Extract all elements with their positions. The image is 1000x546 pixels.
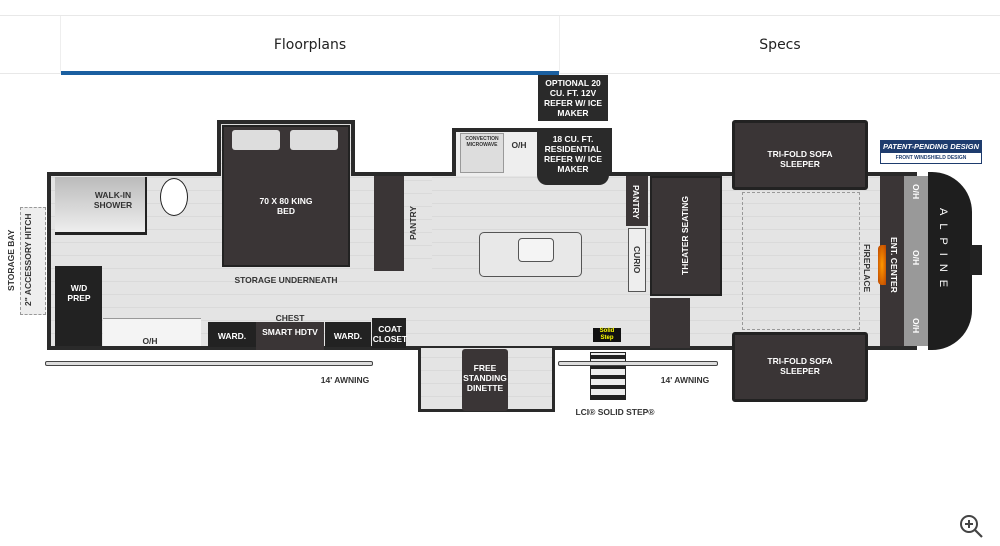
fireplace-icon [878,245,886,285]
tab-floorplans[interactable]: Floorplans [60,16,560,75]
entry-steps [590,352,626,400]
king-bed-label: 70 X 80 KING BED [259,196,313,216]
tab-label: Floorplans [273,37,347,53]
sofa-top-label: TRI-FOLD SOFA SLEEPER [767,149,833,169]
optional-refer-label: OPTIONAL 20 CU. FT. 12V REFER W/ ICE MAK… [543,78,603,118]
curio-label: CURIO [632,246,642,274]
kingpin [970,245,982,275]
tab-label: Specs [759,37,801,53]
solid-step-label: LCI® SOLID STEP® [575,407,655,417]
awning-left-label: 14' AWNING [320,375,370,385]
storage-bay-label: STORAGE BAY [6,229,16,291]
patent-badge-sub: FRONT WINDSHIELD DESIGN [895,155,967,161]
shower-label: WALK-IN SHOWER [93,190,133,210]
microwave-label: CONVECTION MICROWAVE [465,136,499,148]
dinette-label: FREE STANDING DINETTE [463,363,507,393]
wd-prep [55,266,102,346]
walk-in-shower [55,177,147,235]
patent-badge: PATENT-PENDING DESIGN FRONT WINDSHIELD D… [880,140,982,164]
tab-bar: Floorplans Specs [0,15,1000,75]
ward-left-label: WARD. [217,331,247,341]
front-cap [928,172,972,350]
vanity [103,318,201,346]
toilet [160,178,188,216]
zoom-in-icon[interactable] [958,513,986,541]
coat-closet [372,318,406,348]
sofa-bottom-label: TRI-FOLD SOFA SLEEPER [767,356,833,376]
tab-specs[interactable]: Specs [560,16,1000,74]
storage-underneath-label: STORAGE UNDERNEATH [234,275,338,285]
dinette-table [462,349,508,411]
solid-step-logo-text: Solid Step [599,328,615,341]
accessory-hitch-label: 2" ACCESSORY HITCH [23,213,33,307]
oh-front-2: O/H [911,250,921,266]
residential-refer-label: 18 CU. FT. RESIDENTIAL REFER W/ ICE MAKE… [543,134,603,174]
front-oh [904,176,928,346]
curio [628,228,646,292]
pantry-right-label: PANTRY [631,185,641,219]
wd-prep-label: W/D PREP [67,283,91,303]
theater-seating-label: THEATER SEATING [680,195,690,275]
slide-outline [742,192,860,330]
brand-logo: ALPINE [937,208,949,296]
pantry-right [626,176,648,226]
awning-right [558,361,718,366]
pantry-left-cabinet [404,176,432,271]
awning-right-label: 14' AWNING [660,375,710,385]
oh-front-1: O/H [911,184,921,200]
pillow [232,130,280,150]
wardrobe-left [208,322,256,347]
pantry-left-label: PANTRY [408,206,418,240]
pantry-left [374,176,404,271]
optional-refer [538,75,608,121]
ent-center-label: ENT. CENTER [889,237,899,293]
chest-tv [256,322,324,350]
storage-bay [20,207,46,315]
wardrobe-right [325,322,371,347]
patent-badge-title: PATENT-PENDING DESIGN [881,141,981,153]
oh-front-3: O/H [911,318,921,334]
ward-right-label: WARD. [333,331,363,341]
solid-step-logo: Solid Step [593,328,621,342]
microwave-stove [460,133,504,173]
entry-wall [650,298,690,348]
sink [518,238,554,262]
residential-refer [537,128,609,185]
coat-closet-label: COAT CLOSET [372,324,408,344]
pillow [290,130,338,150]
oh-bath-label: O/H [142,336,158,346]
sofa-bottom [732,332,868,402]
chest-label: CHEST [275,313,305,323]
oh-kitchen-label: O/H [511,140,527,150]
smart-hdtv-label: SMART HDTV [262,327,318,337]
awning-left [45,361,373,366]
sofa-top [732,120,868,190]
theater-seating [650,176,722,296]
fireplace-label: FIREPLACE [862,243,872,293]
